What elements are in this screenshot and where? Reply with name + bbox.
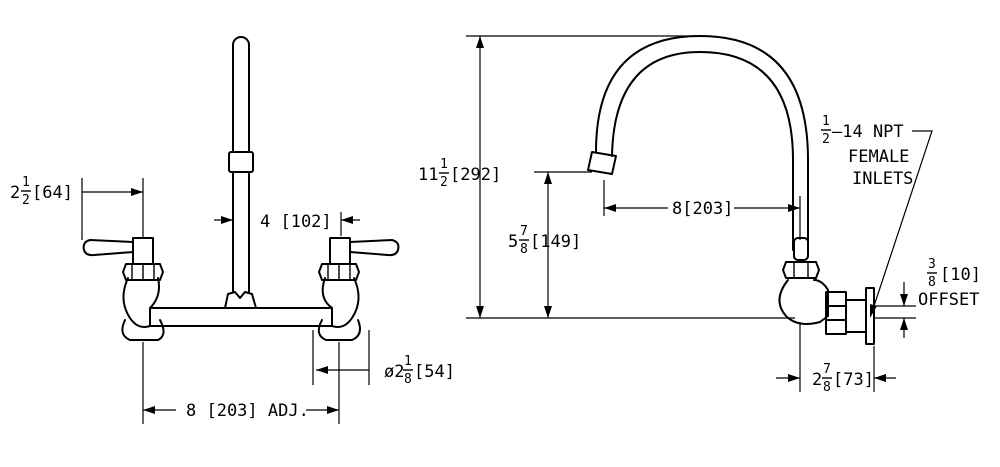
dim-spout-offset-label: 4 [102]: [260, 212, 332, 232]
dim-offset-word: OFFSET: [918, 290, 979, 310]
side-wall-flange: [865, 287, 875, 345]
front-body-bar: [149, 307, 333, 327]
front-left-valve-base: [121, 319, 165, 341]
dim-offset-metric: [10]: [940, 265, 981, 285]
side-gooseneck-outer: [595, 35, 809, 251]
front-right-valve-body: [321, 277, 360, 328]
front-left-stem: [132, 237, 154, 265]
note-inlet-line1: –14 NPT: [832, 122, 904, 142]
dim-spout-reach: 8[203]: [603, 180, 801, 240]
dim-offset-num: 3: [928, 257, 936, 272]
front-right-valve-base: [317, 319, 361, 341]
dim-inlet-diameter-den: 8: [404, 372, 412, 387]
dim-overall-height-metric: [292]: [450, 165, 501, 185]
dim-overall-height-whole: 11: [418, 165, 438, 185]
front-left-handle-lever: [82, 239, 134, 257]
dim-outlet-height: 5 7 8 [149]: [508, 172, 581, 318]
dim-handle-height-den: 2: [22, 193, 30, 208]
dim-center-distance-label: 8 [203] ADJ.: [186, 401, 309, 421]
front-spout-nut: [224, 291, 257, 309]
front-left-bonnet-detail: [131, 264, 155, 280]
note-inlet-den: 2: [822, 132, 830, 147]
front-right-bonnet-detail: [327, 264, 351, 280]
note-inlet-line3: INLETS: [852, 169, 913, 189]
side-bonnet-detail: [793, 262, 809, 278]
dim-spout-offset: 4 [102]: [214, 212, 360, 236]
dim-body-depth-num: 7: [823, 362, 831, 377]
dim-center-distance: 8 [203] ADJ.: [142, 342, 340, 424]
front-right-stem: [329, 237, 351, 265]
front-spout-tube: [232, 36, 250, 153]
dim-outlet-height-den: 8: [520, 242, 528, 257]
note-inlet-line2: FEMALE: [848, 147, 909, 167]
side-inlet-flange: [845, 299, 867, 333]
dim-outlet-height-whole: 5: [508, 232, 518, 252]
dim-body-depth-whole: 2: [812, 370, 822, 390]
dim-inlet-diameter: ø2 1 8 [54]: [312, 330, 455, 387]
dim-body-depth-den: 8: [823, 380, 831, 395]
dim-offset-den: 8: [928, 275, 936, 290]
note-inlet-num: 1: [822, 114, 830, 129]
dim-inlet-diameter-num: 1: [404, 354, 412, 369]
dim-overall-height-den: 2: [440, 175, 448, 190]
dim-offset: 3 8 [10] OFFSET: [874, 257, 981, 338]
dim-handle-height-whole: 2: [10, 183, 20, 203]
dim-outlet-height-metric: [149]: [530, 232, 581, 252]
front-right-bonnet: [318, 263, 360, 281]
side-inlet-hex: [825, 291, 847, 335]
dim-body-depth: 2 7 8 [73]: [776, 322, 896, 395]
front-view: 2 1 2 [64] 4 [102] ø2 1 8 [54]: [10, 36, 455, 424]
front-left-valve-body: [122, 277, 160, 328]
front-right-handle-lever: [349, 239, 400, 257]
side-spout-tip: [587, 151, 617, 175]
note-inlet-thread: 1 2 –14 NPT FEMALE INLETS: [821, 114, 933, 318]
side-spout-swivel: [793, 237, 809, 261]
dim-handle-height-metric: [64]: [32, 183, 73, 203]
front-left-bonnet: [122, 263, 164, 281]
dim-inlet-diameter-metric: [54]: [414, 362, 455, 382]
side-bonnet: [782, 261, 820, 279]
dim-inlet-diameter-prefix: ø2: [384, 362, 404, 382]
dim-overall-height: 11 1 2 [292]: [418, 36, 501, 318]
dim-handle-height: 2 1 2 [64]: [10, 175, 144, 240]
side-gooseneck-inner: [611, 51, 794, 251]
side-view: 11 1 2 [292] 5 7 8 [149] 8[203] 1: [418, 35, 981, 395]
dim-body-depth-metric: [73]: [833, 370, 874, 390]
dim-spout-reach-label: 8[203]: [672, 199, 733, 219]
front-spout-collar: [228, 151, 254, 173]
side-valve-body: [778, 279, 829, 325]
dim-handle-height-num: 1: [22, 175, 30, 190]
dim-outlet-height-num: 7: [520, 224, 528, 239]
front-spout-riser: [232, 171, 250, 293]
dim-overall-height-num: 1: [440, 157, 448, 172]
